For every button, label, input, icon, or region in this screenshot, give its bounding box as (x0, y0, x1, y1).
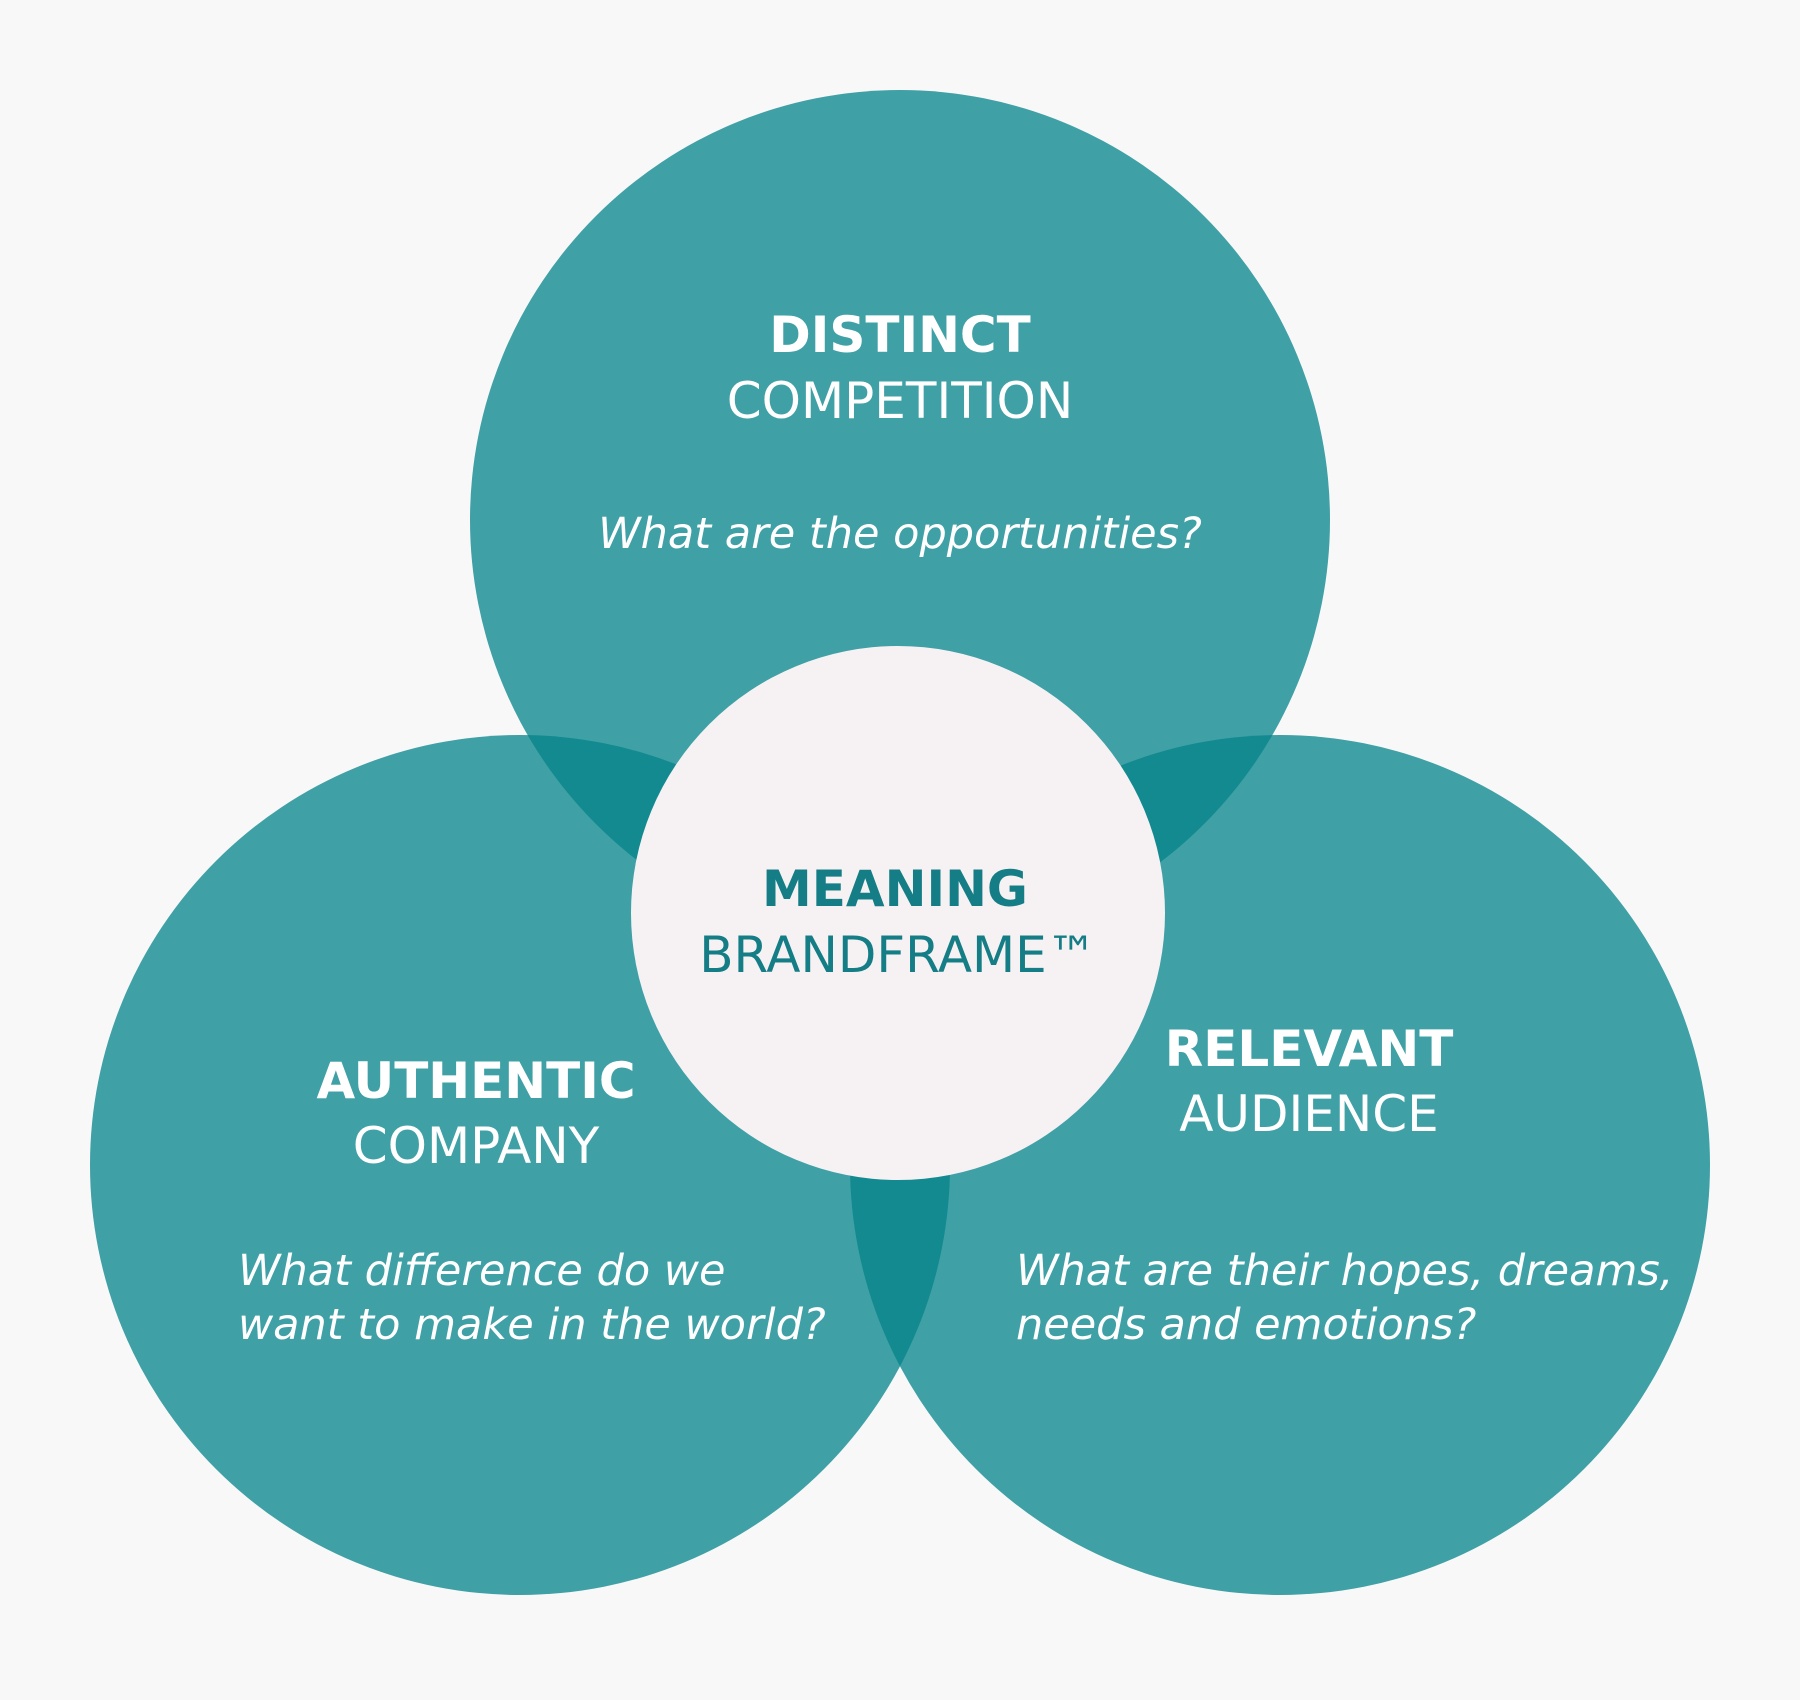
center-circle (631, 646, 1165, 1180)
relevant-heading: RELEVANT (1165, 1020, 1454, 1078)
authentic-heading: AUTHENTIC (316, 1052, 635, 1110)
authentic-question-line1: What difference do we (238, 1246, 725, 1296)
authentic-question-line2: want to make in the world? (238, 1300, 826, 1350)
relevant-question-line1: What are their hopes, dreams, (1016, 1246, 1673, 1296)
company-subheading: COMPANY (353, 1117, 600, 1175)
audience-subheading: AUDIENCE (1179, 1085, 1439, 1143)
relevant-question-line2: needs and emotions? (1016, 1300, 1476, 1350)
distinct-question: What are the opportunities? (598, 509, 1202, 559)
circle-distinct (470, 90, 1330, 950)
distinct-heading: DISTINCT (769, 306, 1030, 364)
competition-subheading: COMPETITION (727, 372, 1073, 430)
meaning-heading: MEANING (762, 860, 1028, 918)
brandframe-subheading: BRANDFRAME™ (699, 926, 1097, 984)
